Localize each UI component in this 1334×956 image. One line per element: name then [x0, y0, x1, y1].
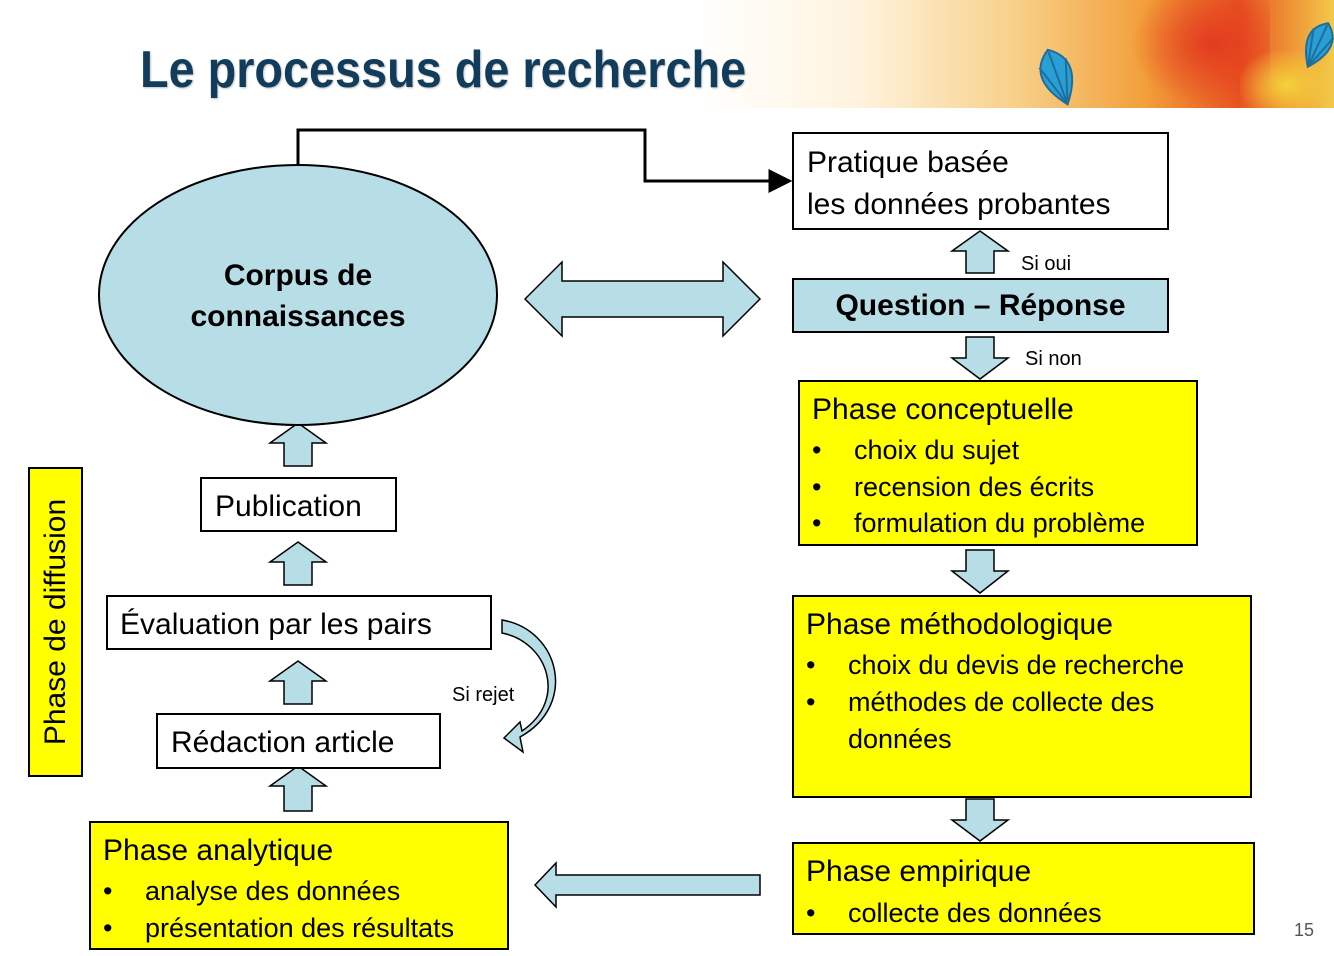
list-item: choix du sujet: [812, 432, 1145, 469]
phase-conceptuelle-title: Phase conceptuelle: [812, 393, 1074, 426]
page-title: Le processus de recherche: [140, 41, 747, 99]
question-reponse-box: Question – Réponse: [792, 278, 1169, 333]
down-arrow-question-to-conceptuelle: [949, 336, 1011, 380]
phase-analytique-box: Phase analytique analyse des données pré…: [89, 821, 509, 950]
corpus-label-line1: Corpus de: [223, 259, 373, 292]
phase-methodologique-continuation: données: [848, 724, 952, 754]
phase-conceptuelle-list: choix du sujet recension des écrits form…: [812, 432, 1145, 542]
publication-label: Publication: [215, 490, 362, 523]
phase-empirique-list: collecte des données: [806, 895, 1102, 932]
pratique-label: Pratique basée les données probantes: [807, 142, 1111, 226]
phase-conceptuelle-box: Phase conceptuelle choix du sujet recens…: [798, 380, 1198, 546]
shell-icon: [1305, 22, 1334, 69]
redaction-label: Rédaction article: [171, 726, 395, 759]
up-arrow-evaluation-to-publication: [267, 541, 329, 586]
phase-empirique-title: Phase empirique: [806, 855, 1032, 888]
phase-diffusion-label-box: Phase de diffusion: [28, 467, 83, 777]
publication-box: Publication: [200, 477, 397, 532]
down-arrow-conceptuelle-to-methodologique: [949, 549, 1011, 594]
si-rejet-label: Si rejet: [452, 684, 515, 706]
up-arrow-publication-to-corpus: [267, 422, 329, 467]
si-non-label: Si non: [1025, 348, 1082, 370]
double-arrow-corpus-question: [523, 260, 762, 338]
redaction-box: Rédaction article: [156, 713, 441, 769]
up-arrow-analytique-to-redaction: [267, 765, 329, 812]
pratique-box: Pratique basée les données probantes: [792, 132, 1169, 230]
corpus-label: Corpus de connaissances: [98, 255, 498, 337]
phase-diffusion-label: Phase de diffusion: [38, 498, 72, 746]
list-item: analyse des données: [103, 873, 454, 910]
phase-empirique-box: Phase empirique collecte des données: [792, 842, 1255, 935]
list-item: présentation des résultats: [103, 910, 454, 947]
up-arrow-question-to-pratique: [949, 230, 1011, 274]
corpus-label-line2: connaissances: [190, 300, 406, 333]
curved-arrow-si-rejet: [501, 619, 557, 754]
pratique-label-line1: Pratique basée: [807, 146, 1009, 179]
list-item: formulation du problème: [812, 505, 1145, 542]
si-oui-label: Si oui: [1021, 253, 1072, 275]
evaluation-box: Évaluation par les pairs: [106, 595, 492, 650]
evaluation-label: Évaluation par les pairs: [120, 608, 432, 641]
page-number: 15: [1294, 920, 1315, 940]
list-item: choix du devis de recherche: [806, 647, 1184, 684]
left-arrow-empirique-to-analytique: [533, 861, 761, 909]
down-arrow-methodologique-to-empirique: [949, 798, 1011, 842]
phase-analytique-list: analyse des données présentation des rés…: [103, 873, 454, 946]
shell-icon: [1038, 48, 1074, 106]
phase-methodologique-box: Phase méthodologique choix du devis de r…: [792, 595, 1252, 798]
list-item: recension des écrits: [812, 469, 1145, 506]
list-item: méthodes de collecte des: [806, 684, 1184, 721]
phase-methodologique-list: choix du devis de recherche méthodes de …: [806, 647, 1184, 720]
connector-corpus-to-pratique: [296, 128, 793, 193]
phase-methodologique-title: Phase méthodologique: [806, 608, 1113, 641]
up-arrow-redaction-to-evaluation: [267, 660, 329, 705]
phase-analytique-title: Phase analytique: [103, 834, 334, 867]
question-reponse-label: Question – Réponse: [835, 289, 1126, 322]
pratique-label-line2: les données probantes: [807, 188, 1111, 221]
list-item: collecte des données: [806, 895, 1102, 932]
